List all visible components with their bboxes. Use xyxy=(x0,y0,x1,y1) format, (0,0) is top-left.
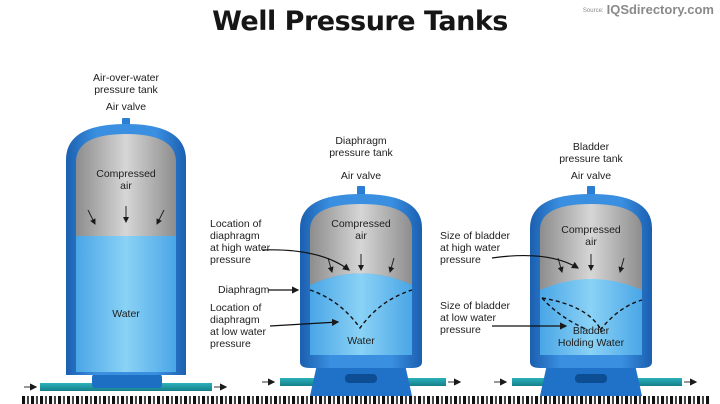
air-valve-label-1: Air valve xyxy=(105,101,147,113)
tank1-air xyxy=(76,134,176,236)
diaphragm-low xyxy=(309,289,413,330)
water-label-2: Water xyxy=(347,335,375,347)
tank2-air xyxy=(310,204,412,285)
water-label-1: Water xyxy=(112,308,140,320)
diaphragm-low-label: Location of diaphragm at low water press… xyxy=(210,302,267,350)
bladder-high-label: Size of bladder at high water pressure xyxy=(440,230,511,266)
bladder-water-label: Bladder Holding Water xyxy=(557,325,625,349)
diaphragm-high-label: Location of diaphragm at high water pres… xyxy=(210,218,271,266)
source-name: IQSdirectory.com xyxy=(606,2,714,17)
bladder-heading: Bladder pressure tank xyxy=(559,141,623,165)
air-over-water-tank xyxy=(40,118,212,391)
air-over-water-heading: Air-over-water pressure tank xyxy=(93,72,159,96)
compressed-air-label-1: Compressed air xyxy=(96,168,156,192)
diaphragm-label: Diaphragm xyxy=(218,284,270,296)
compressed-air-label-3: Compressed air xyxy=(561,224,621,248)
source-credit[interactable]: Source:IQSdirectory.com xyxy=(583,2,714,17)
bladder-tank xyxy=(491,186,682,396)
source-prefix: Source: xyxy=(582,7,604,14)
tank1-foot xyxy=(92,374,162,388)
tank1-water xyxy=(76,236,176,372)
flow-arrows xyxy=(24,378,698,391)
air-valve-3 xyxy=(587,186,595,196)
page-title: Well Pressure Tanks xyxy=(212,6,508,37)
bladder-low-label: Size of bladder at low water pressure xyxy=(440,300,511,336)
air-valve-label-3: Air valve xyxy=(570,170,612,182)
tank2-water xyxy=(310,273,412,355)
tank3-air xyxy=(540,204,642,290)
bladder-low xyxy=(541,297,603,333)
compressed-air-label-2: Compressed air xyxy=(331,218,391,242)
diaphragm-heading: Diaphragm pressure tank xyxy=(329,135,393,159)
air-valve-2 xyxy=(357,186,365,196)
diaphragm-tank xyxy=(261,186,446,396)
footer-strip xyxy=(22,396,710,404)
air-valve-label-2: Air valve xyxy=(340,170,382,182)
